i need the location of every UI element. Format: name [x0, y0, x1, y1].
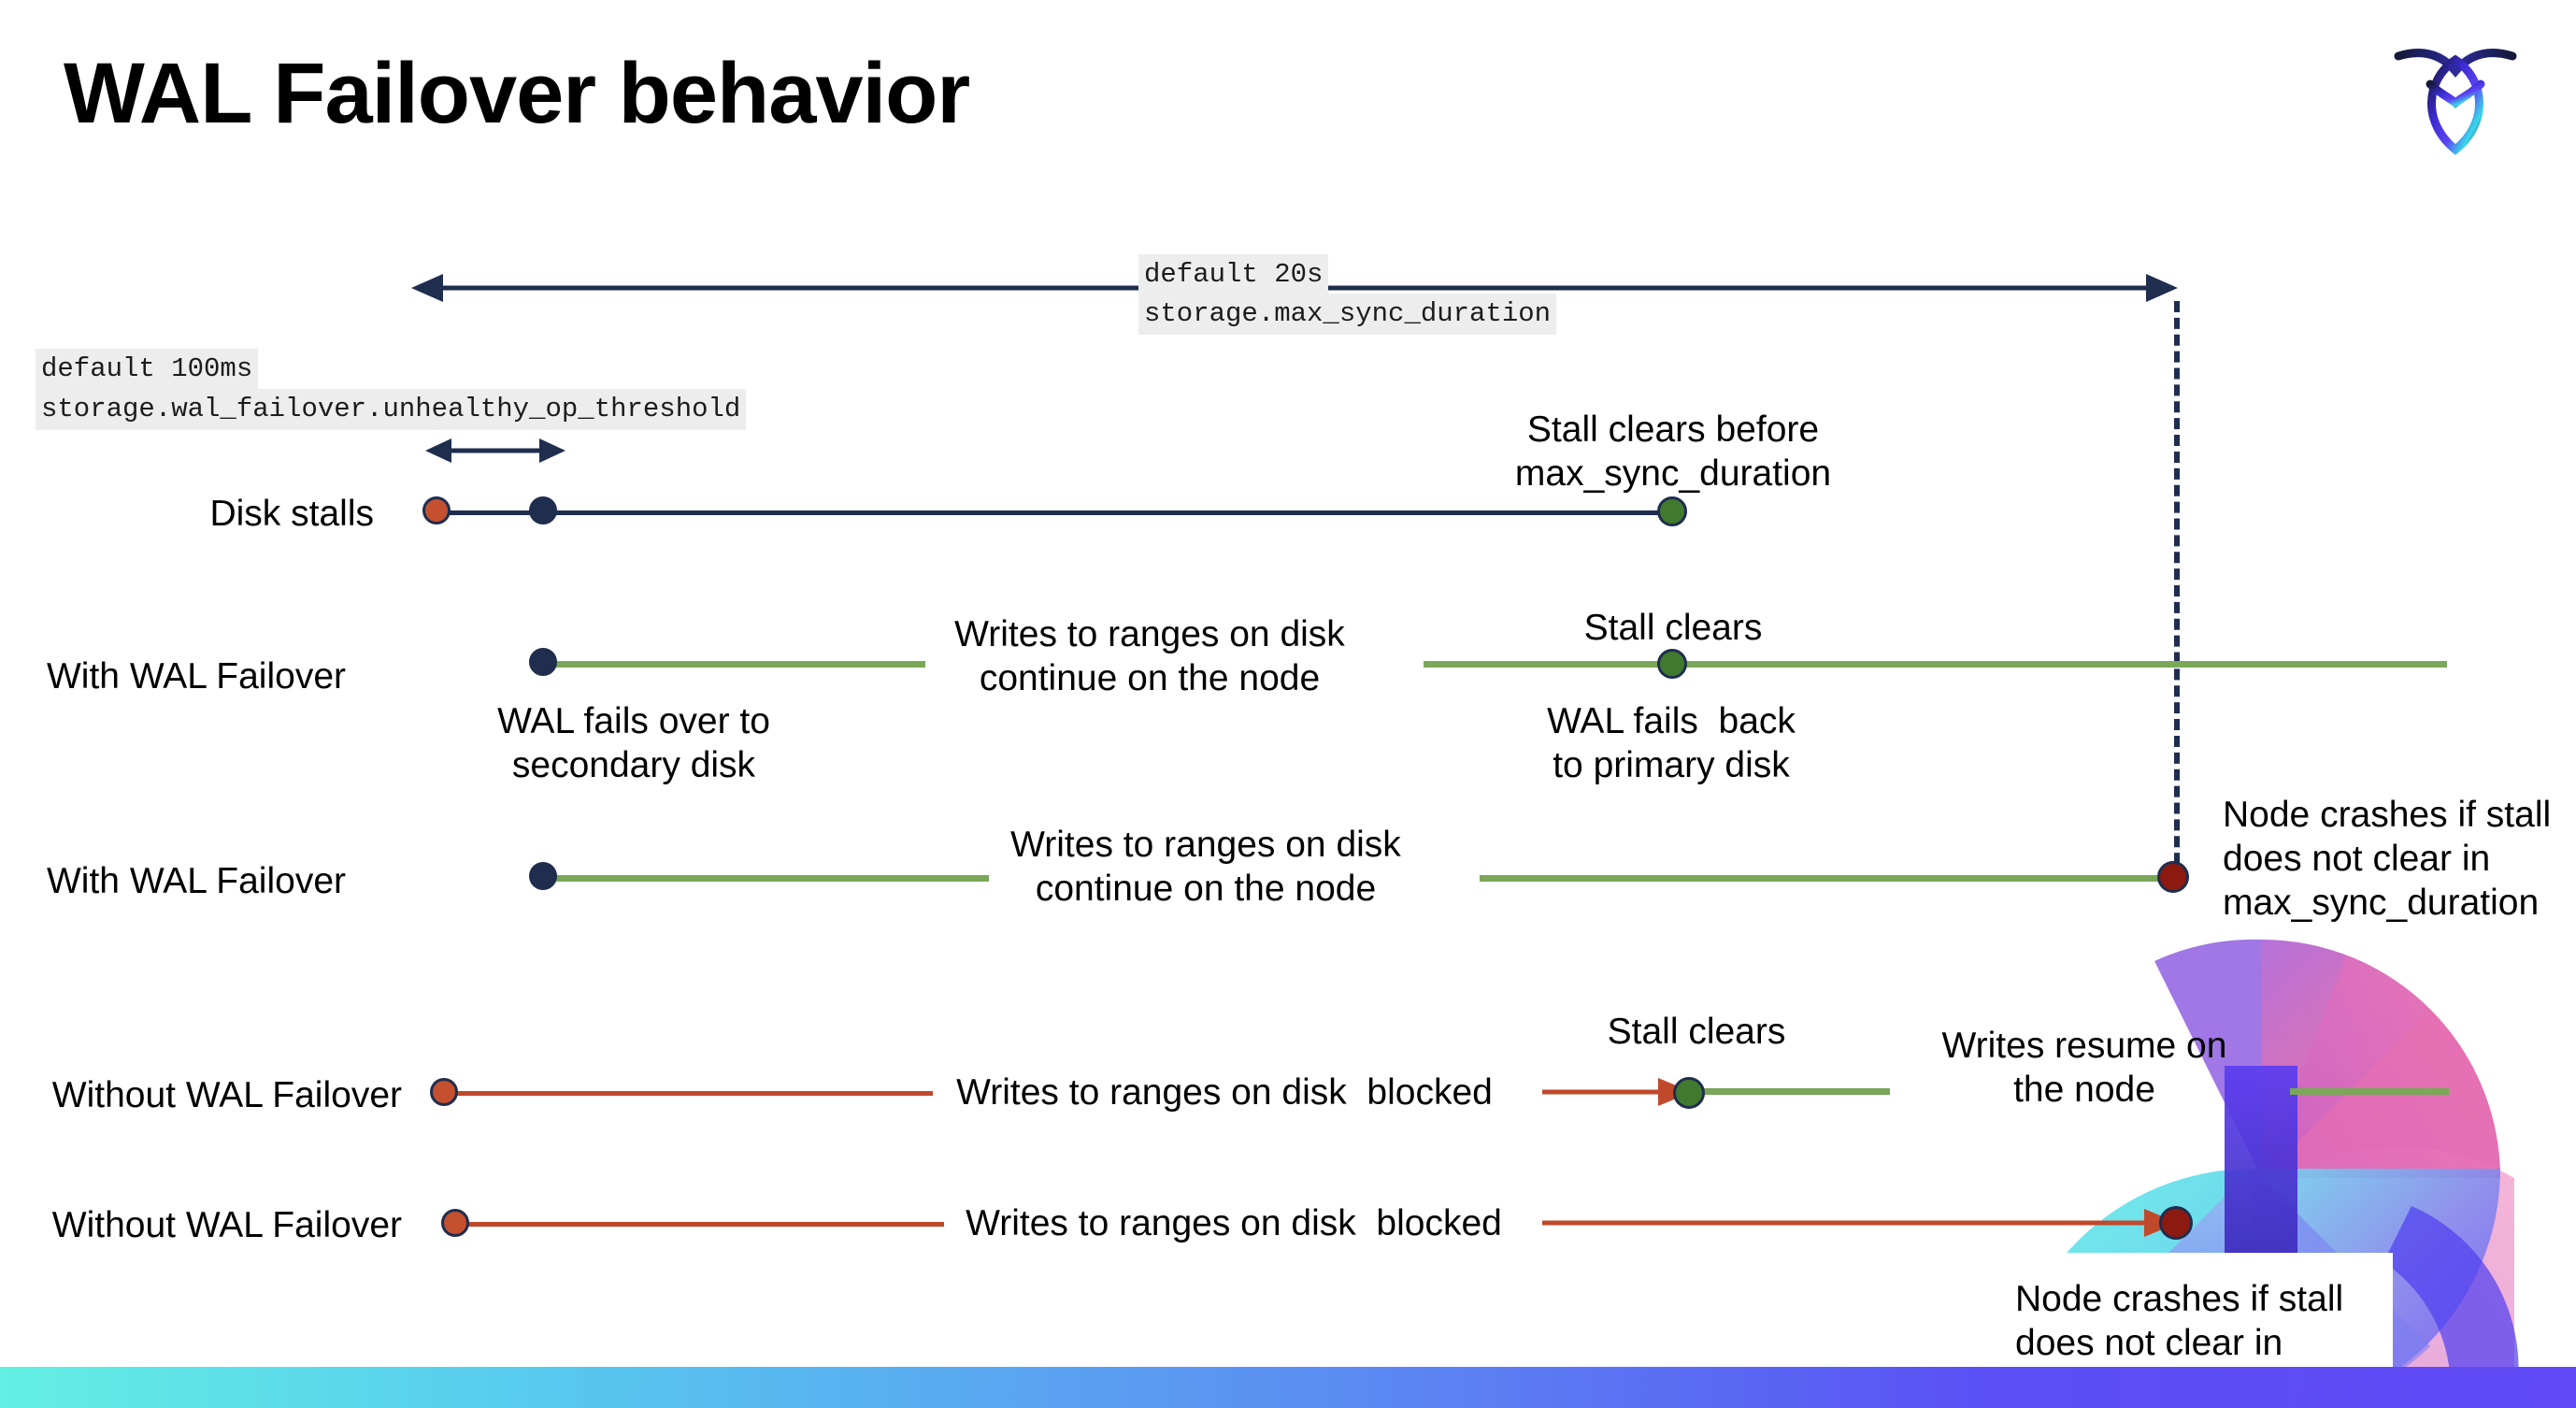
note-writes-continue-2: Writes to ranges on disk continue on the… [1010, 825, 1401, 909]
with-failover-2-failover-dot [529, 862, 557, 890]
without-failover-1-line-right [1694, 1088, 1890, 1095]
disk-stall-timeline-line [437, 510, 1671, 515]
without-failover-2-stall-start-dot [441, 1209, 469, 1237]
with-failover-2-line-left [540, 875, 989, 882]
row-label-without-wal-failover-1: Without WAL Failover [51, 1075, 402, 1115]
row-label-disk-stalls: Disk stalls [209, 494, 374, 534]
max-sync-deadline-dashed-line [2174, 301, 2180, 881]
unhealthy-default-chip: default 100ms [36, 349, 259, 390]
note-stall-clears-before: Stall clears before max_sync_duration [1514, 409, 1832, 494]
row-label-with-wal-failover-1: With WAL Failover [47, 656, 346, 697]
with-failover-1-line-right [1424, 661, 2447, 668]
with-failover-1-stall-clears-dot [1657, 649, 1687, 679]
page-title: WAL Failover behavior [64, 46, 970, 141]
with-failover-2-crash-dot [2157, 861, 2189, 893]
note-stall-clears-3: Stall clears [1607, 1012, 1786, 1052]
without-failover-1-arrow [1542, 1078, 1692, 1106]
row-label-without-wal-failover-2: Without WAL Failover [51, 1205, 402, 1245]
without-failover-2-crash-dot [2159, 1206, 2193, 1240]
row-label-with-wal-failover-2: With WAL Failover [47, 861, 346, 901]
with-failover-1-line-left [540, 661, 925, 668]
with-failover-1-failover-dot [529, 648, 557, 676]
without-failover-1-stall-start-dot [430, 1078, 458, 1106]
disk-stall-detected-dot [529, 496, 557, 524]
max-sync-setting-chip: storage.max_sync_duration [1138, 294, 1557, 335]
disk-stall-start-dot [422, 496, 451, 524]
disk-stall-cleared-dot [1657, 496, 1687, 526]
unhealthy-threshold-span-arrow [425, 438, 565, 463]
note-writes-blocked-1: Writes to ranges on disk blocked [956, 1072, 1493, 1113]
note-writes-continue-1: Writes to ranges on disk continue on the… [954, 614, 1345, 698]
without-failover-2-arrow [1542, 1209, 2178, 1237]
note-wal-fails-back: WAL fails back to primary disk [1547, 701, 1796, 785]
without-failover-2-line-left [458, 1222, 944, 1227]
cockroachdb-logo-icon [2394, 49, 2517, 155]
note-writes-blocked-2: Writes to ranges on disk blocked [966, 1203, 1502, 1243]
without-failover-1-line-far-right [2290, 1088, 2449, 1095]
note-writes-resume: Writes resume on the node [1941, 1026, 2227, 1110]
max-sync-default-chip: default 20s [1138, 254, 1329, 295]
with-failover-2-line-right [1480, 875, 2171, 882]
without-failover-1-line-left [447, 1091, 933, 1096]
note-stall-clears-2: Stall clears [1583, 608, 1763, 648]
note-node-crashes-1: Node crashes if stall does not clear in … [2223, 795, 2552, 923]
note-wal-fails-over: WAL fails over to secondary disk [497, 701, 770, 785]
bottom-gradient-bar [0, 1367, 2576, 1408]
without-failover-1-stall-clears-dot [1673, 1077, 1705, 1109]
unhealthy-setting-chip: storage.wal_failover.unhealthy_op_thresh… [36, 389, 747, 430]
